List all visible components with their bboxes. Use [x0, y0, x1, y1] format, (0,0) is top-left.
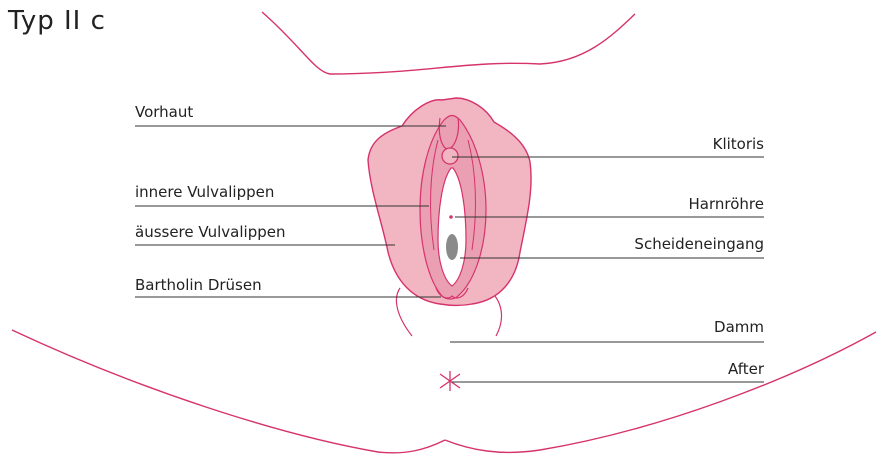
label-after: After — [728, 360, 764, 378]
left-thigh-curve — [12, 330, 445, 453]
upper-body-curve — [262, 12, 635, 74]
vaginal-opening-shape — [446, 234, 458, 260]
clitoris-shape — [442, 148, 458, 164]
label-innere-vulvalippen: innere Vulvalippen — [135, 183, 274, 201]
urethra-shape — [449, 215, 453, 219]
label-bartholin-druesen: Bartholin Drüsen — [135, 276, 262, 294]
anus-shape — [440, 371, 460, 391]
label-harnroehre: Harnröhre — [689, 195, 764, 213]
label-damm: Damm — [714, 318, 764, 336]
right-thigh-curve — [445, 332, 876, 452]
label-vorhaut: Vorhaut — [135, 103, 193, 121]
label-scheideneingang: Scheideneingang — [634, 235, 764, 253]
label-aeussere-vulvalippen: äussere Vulvalippen — [135, 223, 286, 241]
right-crease — [495, 296, 502, 336]
diagram-title: Typ II c — [8, 6, 106, 36]
label-klitoris: Klitoris — [713, 135, 764, 153]
left-crease — [396, 288, 412, 336]
